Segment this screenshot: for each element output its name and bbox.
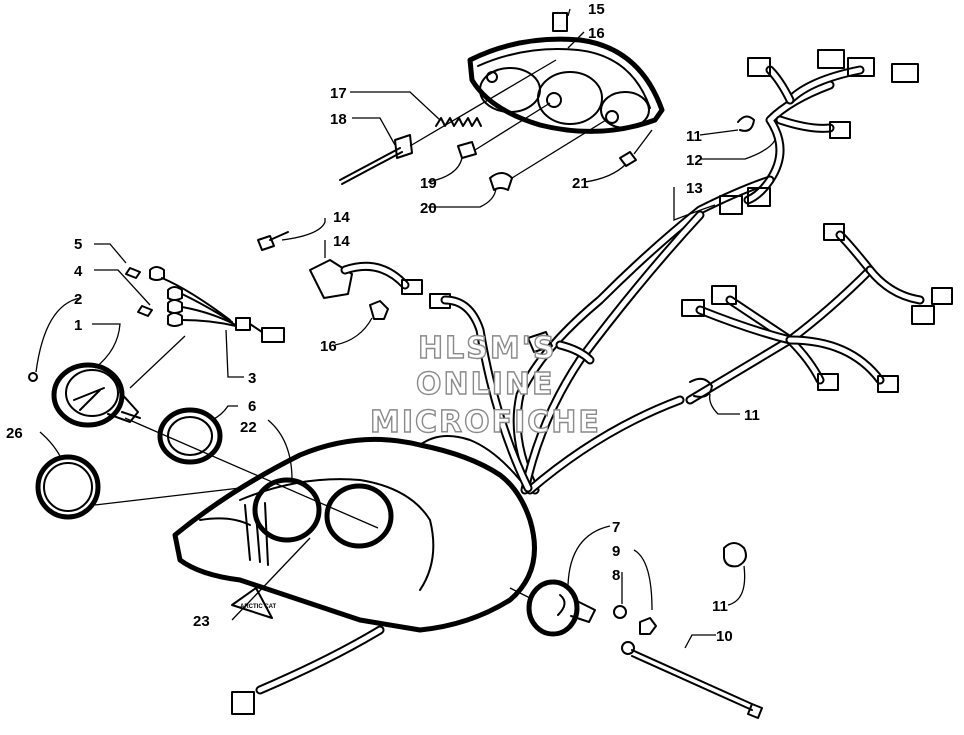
callout-12: 12 xyxy=(686,152,703,169)
label-leaders xyxy=(35,8,776,649)
nut-16 xyxy=(369,300,389,320)
callout-4: 4 xyxy=(74,263,83,280)
grommet-bracket xyxy=(309,259,353,299)
callout-8: 8 xyxy=(612,567,620,584)
callout-25: 23 xyxy=(193,613,210,630)
callout-2: 2 xyxy=(74,291,82,308)
lens-cover xyxy=(35,454,101,520)
callout-13: 13 xyxy=(686,180,703,197)
callout-11-mid: 11 xyxy=(744,407,760,424)
bulb-tiny xyxy=(28,372,38,382)
dash-pod xyxy=(172,435,537,633)
callout-21: 19 xyxy=(420,175,437,192)
callout-16: 16 xyxy=(320,338,337,355)
headlight-housing xyxy=(467,36,665,134)
speedometer-cable xyxy=(621,641,763,719)
key-switch xyxy=(526,579,596,637)
callout-15: 14 xyxy=(333,209,350,226)
callout-1: 1 xyxy=(74,317,82,334)
watermark: HLSM'S ONLINE MICROFICHE xyxy=(369,330,601,440)
main-harness xyxy=(440,49,953,495)
callout-9: 9 xyxy=(612,543,620,560)
bulb xyxy=(457,141,477,159)
watermark-line2: ONLINE xyxy=(416,367,555,402)
callout-11-top: 11 xyxy=(686,128,702,145)
callout-20: 18 xyxy=(330,111,347,128)
callout-11-bottom: 11 xyxy=(712,598,728,615)
washer xyxy=(613,605,627,619)
callout-7: 7 xyxy=(612,519,620,536)
callout-5: 5 xyxy=(74,236,82,253)
watermark-line1: HLSM'S xyxy=(418,331,556,366)
callout-3: 3 xyxy=(248,370,256,387)
bulb-small xyxy=(619,151,637,167)
callout-6: 6 xyxy=(248,398,256,415)
decal: ARCTIC CAT xyxy=(231,587,277,619)
callout-26: 26 xyxy=(6,425,23,442)
adjuster-screw xyxy=(339,134,413,185)
callout-24: 22 xyxy=(240,419,257,436)
callout-14: 14 xyxy=(333,233,350,250)
callout-17: 15 xyxy=(588,1,605,18)
callout-22: 20 xyxy=(420,200,437,217)
watermark-line3: MICROFICHE xyxy=(370,405,601,440)
gauge xyxy=(51,362,141,428)
nut xyxy=(639,617,657,635)
callout-18: 16 xyxy=(588,25,605,42)
bolt xyxy=(257,231,289,251)
callout-19: 17 xyxy=(330,85,347,102)
bulb-socket xyxy=(489,172,513,191)
gauge-harness xyxy=(125,266,285,343)
cable-clamp xyxy=(723,542,747,568)
callout-23: 21 xyxy=(572,175,589,192)
spring xyxy=(435,117,482,127)
clip xyxy=(552,12,568,32)
bezel-ring xyxy=(157,407,223,465)
callout-labels: 15 16 17 18 19 20 21 11 12 13 14 14 16 5… xyxy=(6,1,760,645)
decal-text: ARCTIC CAT xyxy=(240,604,277,610)
callout-10: 10 xyxy=(716,628,733,645)
